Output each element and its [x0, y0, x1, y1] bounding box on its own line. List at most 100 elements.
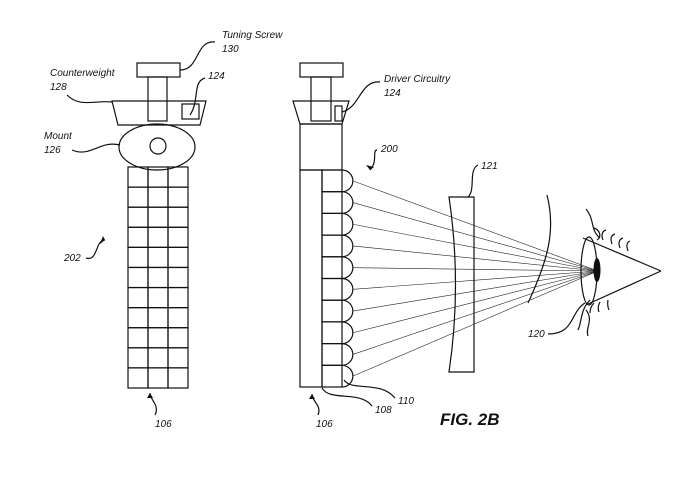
cornea-curve [527, 194, 552, 304]
grid-cell [147, 347, 169, 369]
label-130: 130 [222, 44, 239, 55]
label-106-right: 106 [316, 419, 333, 430]
label-mount: Mount [44, 131, 73, 142]
pixel-cell [321, 343, 343, 366]
grid-cell [147, 307, 169, 329]
grid-cell [127, 186, 149, 208]
grid-cell [127, 286, 149, 309]
light-ray [352, 270, 599, 290]
pixel-cell [321, 212, 343, 236]
grid-cell [127, 206, 149, 228]
label-200: 200 [380, 144, 398, 155]
tuning-screw-head [136, 62, 181, 78]
lenslet [341, 234, 354, 258]
lens [448, 196, 475, 373]
grid-cell [167, 266, 189, 289]
pixel-cell [321, 277, 343, 301]
light-ray [352, 270, 599, 377]
lower-lid-line [577, 299, 591, 337]
grid-cell [127, 246, 149, 269]
grid-cell [167, 206, 189, 228]
label-driver-circuitry: Driver Circuitry [384, 74, 451, 85]
pixel-grid [127, 166, 189, 389]
label-108: 108 [375, 405, 392, 416]
light-ray [352, 270, 599, 312]
grid-cell [147, 286, 169, 309]
pixel-cell [321, 234, 343, 258]
label-counterweight: Counterweight [50, 68, 116, 79]
pixel-cell [321, 364, 343, 388]
grid-cell [127, 367, 149, 389]
grid-cell [167, 246, 189, 269]
grid-cell [127, 226, 149, 248]
label-120: 120 [528, 329, 545, 340]
pixel-column [321, 169, 354, 388]
eyelid-lower [587, 270, 662, 305]
grid-cell [127, 327, 149, 349]
lenslet [341, 277, 354, 301]
label-202: 202 [63, 253, 81, 264]
eyelashes [589, 229, 631, 314]
lenslet [341, 299, 354, 323]
grid-cell [167, 226, 189, 248]
grid-cell [167, 327, 189, 349]
grid-cell [147, 226, 169, 248]
pixel-cell [321, 169, 343, 193]
grid-cell [167, 307, 189, 329]
lenslet [341, 212, 354, 236]
eyelid-upper [582, 237, 662, 272]
light-ray [352, 270, 599, 355]
grid-cell [147, 367, 169, 389]
light-rays [352, 180, 599, 377]
counterweight [111, 100, 207, 126]
lenslet [341, 191, 354, 214]
label-110: 110 [398, 396, 414, 407]
pixel-cell [321, 256, 343, 280]
grid-cell [167, 166, 189, 188]
label-tuning-screw: Tuning Screw [222, 30, 283, 41]
pupil [593, 258, 601, 282]
mount-hole [149, 137, 167, 155]
leader-lines [66, 41, 586, 416]
grid-cell [167, 347, 189, 369]
lenslet [341, 364, 354, 388]
pixel-cell [321, 191, 343, 214]
label-124-left: 124 [208, 71, 225, 82]
grid-cell [127, 266, 149, 289]
arrowheads [100, 165, 374, 399]
pixel-cell [321, 321, 343, 345]
lenslet [341, 169, 354, 193]
grid-cell [127, 347, 149, 369]
tuning-screw-body-side [310, 76, 332, 122]
grid-cell [167, 186, 189, 208]
driver-circuitry-box [181, 103, 200, 120]
label-106-left: 106 [155, 419, 172, 430]
eye [527, 194, 662, 337]
lenslet [341, 343, 354, 366]
mount [118, 123, 196, 171]
label-124-right: 124 [384, 88, 401, 99]
left-device [111, 62, 207, 389]
grid-cell [167, 367, 189, 389]
label-128: 128 [50, 82, 67, 93]
housing-block [299, 123, 343, 171]
figure-title: FIG. 2B [440, 410, 500, 429]
pixel-cell [321, 299, 343, 323]
lenslet [341, 256, 354, 280]
light-ray [352, 267, 599, 272]
light-ray [352, 180, 599, 272]
grid-cell [127, 307, 149, 329]
brow [585, 208, 601, 241]
tuning-screw-head-side [299, 62, 344, 78]
grid-cell [147, 206, 169, 228]
display-substrate [299, 169, 323, 388]
label-121: 121 [481, 161, 498, 172]
grid-cell [147, 327, 169, 349]
grid-cell [127, 166, 149, 188]
driver-circuitry-side [334, 105, 343, 122]
lenslet [341, 321, 354, 345]
light-ray [352, 270, 599, 334]
right-device [292, 62, 599, 388]
